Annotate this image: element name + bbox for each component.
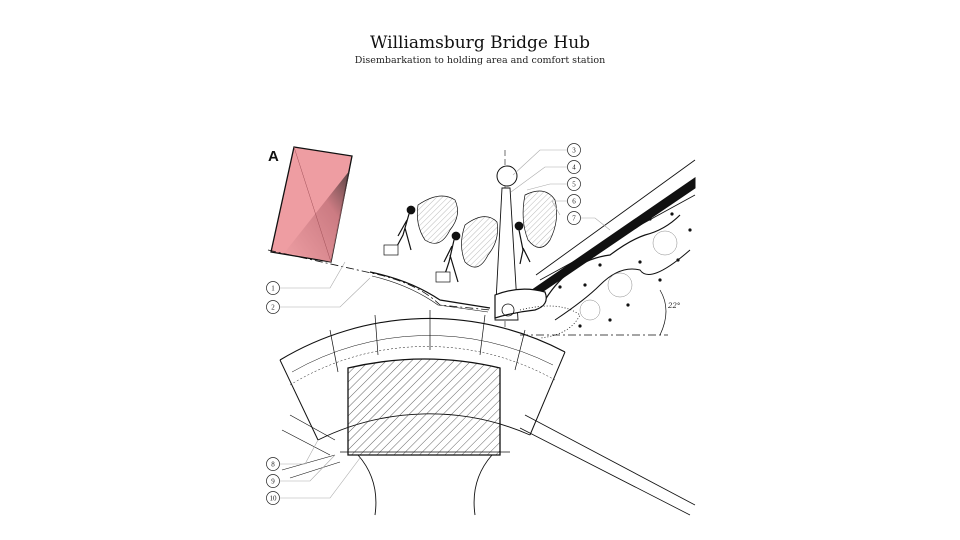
svg-text:5: 5 <box>572 181 576 189</box>
diagram-title: Williamsburg Bridge Hub <box>369 33 591 53</box>
svg-text:8: 8 <box>271 461 275 469</box>
svg-text:4: 4 <box>572 164 576 172</box>
callout-1: 1 <box>266 281 280 295</box>
angle-label: 22° <box>667 302 680 310</box>
callout-4: 4 <box>567 160 581 174</box>
section-marker: A <box>268 148 279 165</box>
bridge-arch <box>279 310 696 516</box>
callout-8: 8 <box>266 457 280 471</box>
callout-6: 6 <box>567 194 581 208</box>
pedestrian-figures <box>383 190 557 283</box>
canopy-dots <box>558 212 692 328</box>
svg-text:10: 10 <box>270 495 278 503</box>
svg-text:9: 9 <box>271 478 275 486</box>
svg-text:2: 2 <box>271 304 275 312</box>
callout-10: 10 <box>266 491 280 505</box>
callout-2: 2 <box>266 300 280 314</box>
key-plan-rectangle <box>270 146 353 263</box>
callout-7: 7 <box>567 211 581 225</box>
callout-9: 9 <box>266 474 280 488</box>
lamp-mast <box>494 165 519 321</box>
callout-5: 5 <box>567 177 581 191</box>
svg-text:7: 7 <box>572 215 576 223</box>
svg-text:3: 3 <box>572 147 576 155</box>
svg-text:1: 1 <box>271 285 275 293</box>
callout-leaders <box>280 149 611 499</box>
diagram-subtitle: Disembarkation to holding area and comfo… <box>354 55 606 66</box>
svg-text:6: 6 <box>572 198 576 206</box>
canopy-structure <box>494 159 696 339</box>
callout-3: 3 <box>567 143 581 157</box>
